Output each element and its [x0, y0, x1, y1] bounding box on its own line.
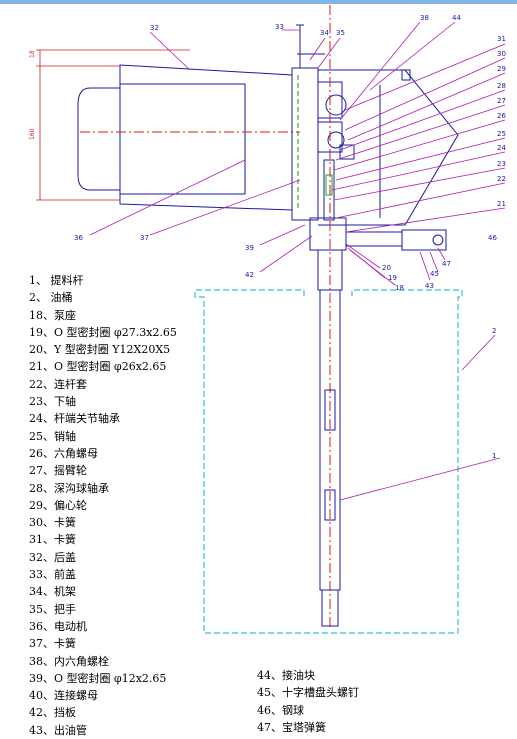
legend-item: 44、接油块 — [257, 669, 315, 682]
legend-item: 23、下轴 — [29, 395, 76, 409]
legend-item: 31、卡簧 — [29, 533, 76, 547]
parts-legend-left: 1、 提料杆 2、 油桶 18、泵座 19、O 型密封圈 φ27.3x2.65 20、Y… — [29, 272, 177, 739]
legend-item: 30、卡簧 — [29, 516, 76, 530]
callout-32: 32 — [150, 24, 159, 32]
callout-28: 28 — [497, 82, 506, 90]
pump-body — [309, 5, 447, 630]
legend-item: 42、挡板 — [29, 706, 76, 720]
callout-24: 24 — [497, 144, 506, 152]
frame-housing — [291, 24, 459, 226]
callout-37: 37 — [140, 234, 149, 242]
callout-1: 1 — [492, 452, 496, 460]
oil-drum — [194, 289, 463, 634]
callout-42: 38 — [420, 14, 429, 22]
legend-item: 33、前盖 — [29, 568, 76, 582]
legend-item: 24、杆端关节轴承 — [29, 412, 120, 426]
legend-item: 25、销轴 — [29, 429, 76, 443]
legend-item: 34、机架 — [29, 585, 76, 599]
legend-item: 39、O 型密封圈 φ12x2.65 — [29, 671, 167, 685]
callout-25: 25 — [497, 130, 506, 138]
legend-item: 37、卡簧 — [29, 637, 76, 651]
callout-35: 33 — [275, 23, 284, 31]
legend-item: 38、内六角螺栓 — [29, 654, 109, 668]
dimensions — [36, 49, 190, 201]
callout-34: 34 — [320, 29, 329, 37]
callout-labels: 32 33 34 35 38 44 31 30 29 28 27 26 25 2… — [74, 14, 506, 460]
motor — [77, 64, 300, 211]
leader-lines — [89, 21, 506, 501]
legend-item: 27、摇臂轮 — [29, 464, 87, 478]
legend-item: 28、深沟球轴承 — [29, 481, 109, 495]
callout-46: 45 — [430, 270, 439, 278]
callout-labels-lower-left: 39 42 — [245, 244, 254, 279]
legend-item: 1、 提料杆 — [29, 274, 84, 287]
callout-33: 35 — [336, 29, 345, 37]
callout-43: 43 — [425, 282, 434, 290]
callout-29: 29 — [497, 65, 506, 73]
callout-47: 47 — [442, 260, 451, 268]
callout-30: 30 — [497, 50, 506, 58]
callout-26: 26 — [497, 112, 506, 120]
callout-27: 27 — [497, 97, 506, 105]
callout-2: 2 — [492, 327, 496, 335]
legend-item: 46、钢球 — [257, 703, 304, 717]
callout-21: 21 — [497, 200, 506, 208]
legend-item: 2、 油桶 — [29, 291, 73, 305]
legend-item: 47、宝塔弹簧 — [257, 720, 326, 734]
legend-item: 36、电动机 — [29, 619, 87, 633]
legend-item: 29、偏心轮 — [29, 498, 87, 512]
callout-18: 18 — [395, 284, 404, 292]
callout-19: 19 — [388, 274, 397, 282]
callout-38-label: 39 — [245, 244, 254, 252]
legend-item: 45、十字槽盘头螺钉 — [257, 686, 359, 700]
legend-item: 22、连杆套 — [29, 377, 87, 391]
legend-item: 43、出油管 — [29, 723, 87, 737]
callout-39-label: 42 — [245, 271, 254, 279]
callout-20: 20 — [382, 264, 391, 272]
legend-item: 19、O 型密封圈 φ27.3x2.65 — [29, 325, 177, 339]
callout-36: 36 — [74, 234, 83, 242]
callout-23: 23 — [497, 160, 506, 168]
legend-item: 40、连接螺母 — [29, 689, 98, 703]
legend-item: 32、后盖 — [29, 550, 76, 564]
parts-legend-right: 44、接油块 45、十字槽盘头螺钉 46、钢球 47、宝塔弹簧 — [257, 667, 359, 736]
legend-item: 18、泵座 — [29, 308, 76, 322]
dimension-160: 160 — [29, 128, 36, 140]
callout-45: 44 — [452, 14, 461, 22]
legend-item: 35、把手 — [29, 602, 76, 616]
legend-item: 21、O 型密封圈 φ26x2.65 — [29, 360, 167, 374]
legend-item: 26、六角螺母 — [29, 446, 98, 460]
callout-44: 46 — [488, 234, 497, 242]
callout-22: 22 — [497, 175, 506, 183]
dimension-18: 18 — [29, 50, 36, 58]
callout-31: 31 — [497, 35, 506, 43]
legend-item: 20、Y 型密封圈 Y12X20X5 — [29, 343, 171, 357]
top-border-bar — [0, 0, 517, 4]
